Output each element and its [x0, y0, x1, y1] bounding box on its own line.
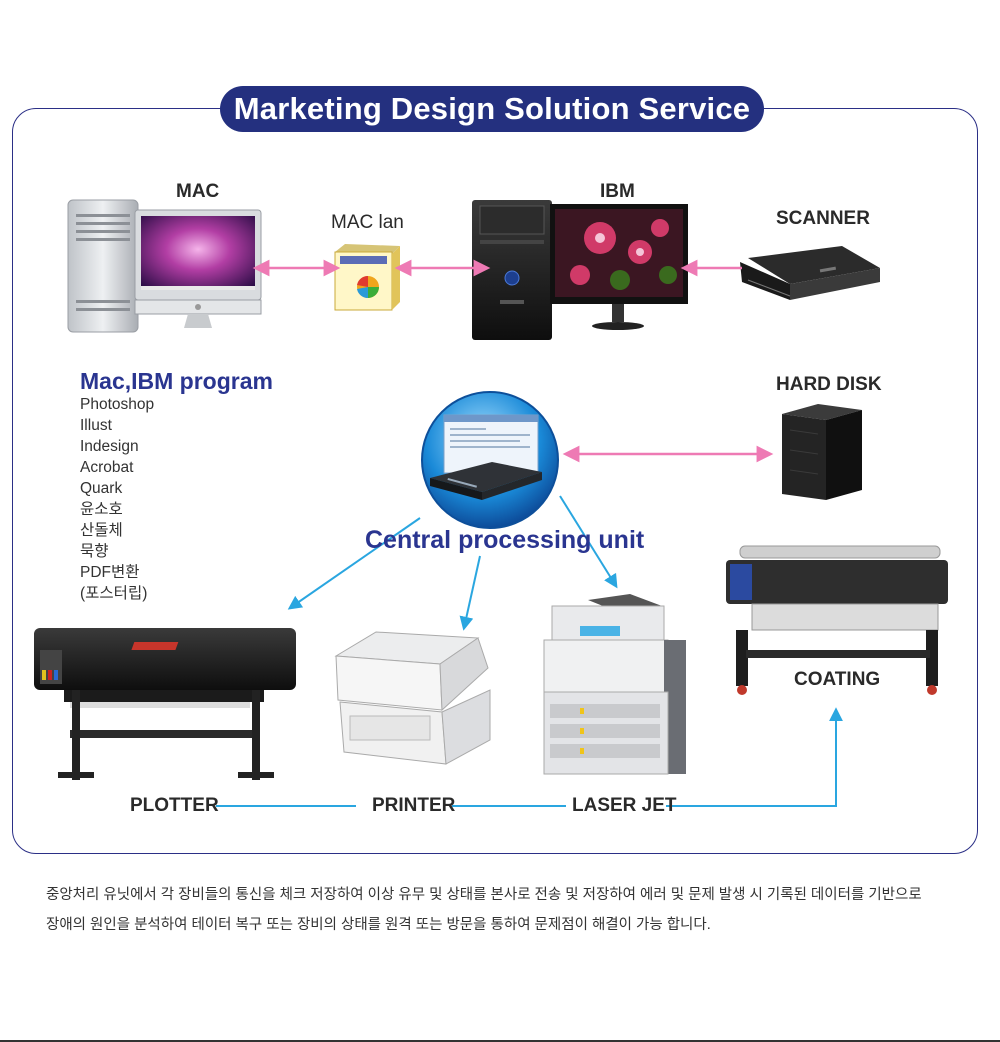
ibm-computer-icon	[472, 200, 688, 340]
program-item: 윤소호	[80, 499, 154, 520]
ibm-label: IBM	[600, 181, 635, 203]
program-item: Acrobat	[80, 457, 154, 478]
program-item: PDF변환	[80, 562, 154, 583]
hard-disk-icon	[782, 404, 862, 500]
program-item: Photoshop	[80, 394, 154, 415]
coating-label: COATING	[794, 669, 880, 691]
program-item: Quark	[80, 478, 154, 499]
laser-jet-icon	[544, 594, 686, 774]
program-item: Illust	[80, 415, 154, 436]
cpu-label: Central processing unit	[365, 526, 644, 555]
printer-label: PRINTER	[372, 795, 455, 817]
program-item: (포스터립)	[80, 583, 154, 604]
program-item: 산돌체	[80, 520, 154, 541]
program-item: 묵향	[80, 541, 154, 562]
program-list-heading: Mac,IBM program	[80, 368, 273, 395]
plotter-icon	[34, 628, 296, 780]
description-paragraph: 중앙처리 유닛에서 각 장비들의 통신을 체크 저장하여 이상 유무 및 상태를…	[46, 880, 966, 940]
cpu-to-printer-connector	[464, 556, 480, 628]
mac-label: MAC	[176, 181, 219, 203]
program-item: Indesign	[80, 436, 154, 457]
hard-disk-label: HARD DISK	[776, 374, 882, 396]
mac-lan-software-box-icon	[335, 244, 400, 310]
laser-jet-label: LASER JET	[572, 795, 677, 817]
laserjet-to-coating-line	[666, 710, 836, 806]
description-line: 중앙처리 유닛에서 각 장비들의 통신을 체크 저장하여 이상 유무 및 상태를…	[46, 880, 966, 910]
mac-lan-label: MAC lan	[331, 212, 404, 234]
plotter-label: PLOTTER	[130, 795, 219, 817]
description-line: 장애의 원인을 분석하여 테이터 복구 또는 장비의 상태를 원격 또는 방문을…	[46, 910, 966, 940]
mac-computer-icon	[68, 200, 261, 332]
scanner-label: SCANNER	[776, 208, 870, 230]
program-list: Photoshop Illust Indesign Acrobat Quark …	[80, 394, 154, 604]
cpu-hub-icon	[422, 392, 558, 528]
scanner-icon	[740, 246, 880, 300]
